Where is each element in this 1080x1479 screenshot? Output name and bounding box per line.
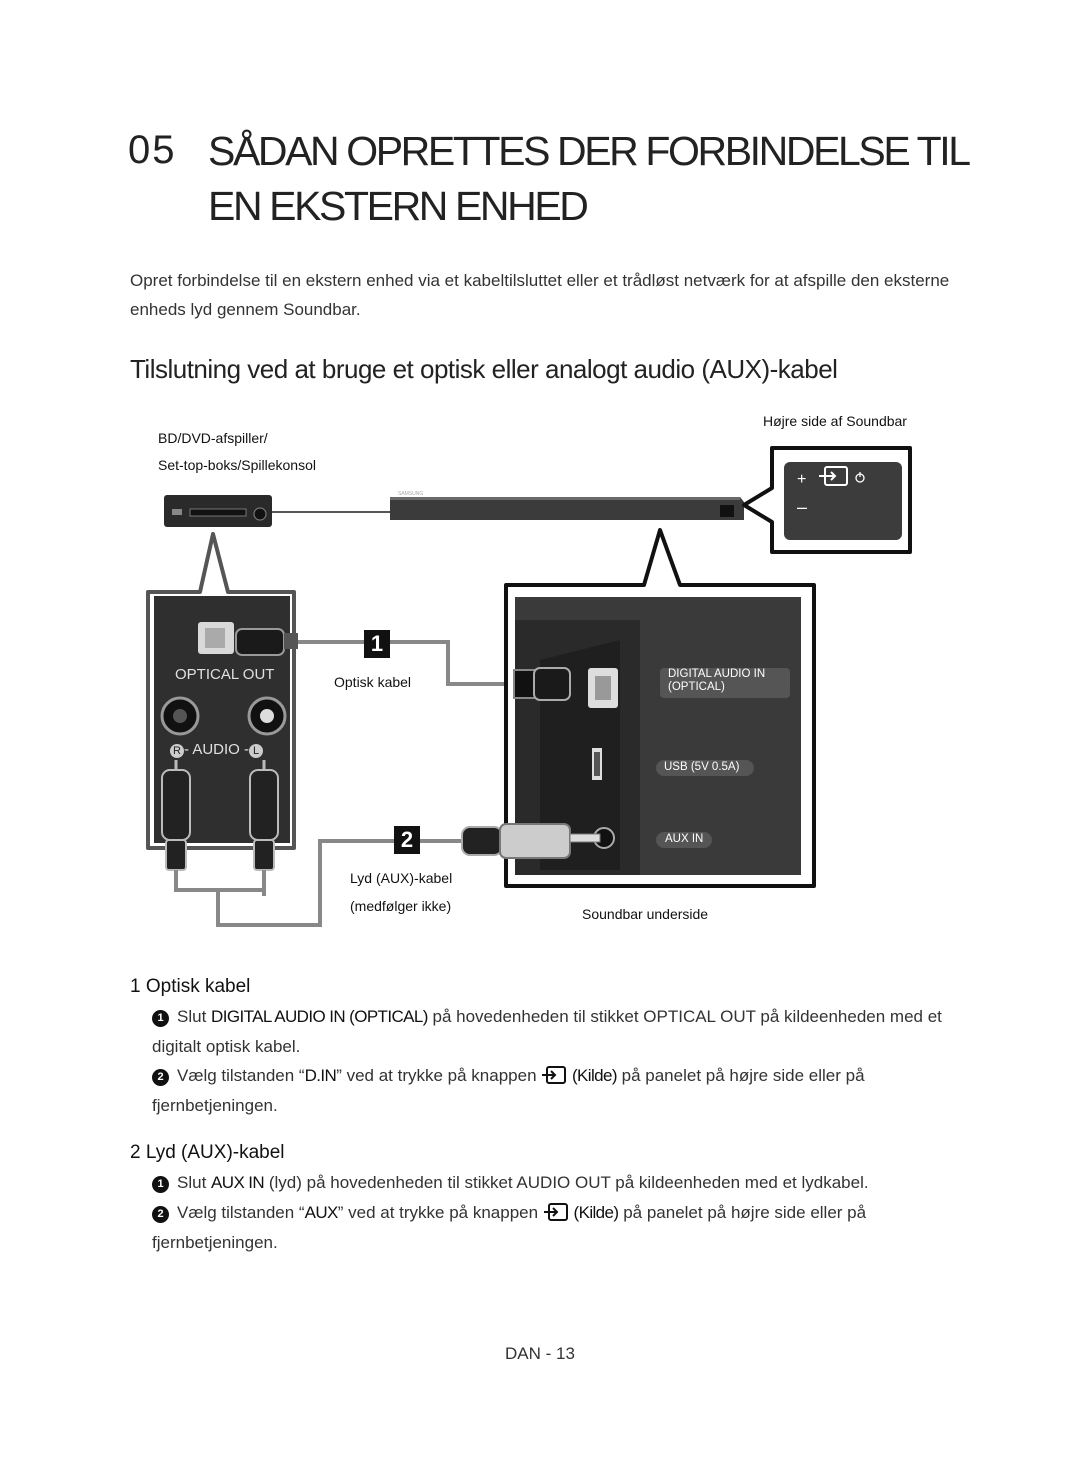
source-device-icon bbox=[164, 495, 272, 527]
strong-text: D.IN bbox=[304, 1066, 337, 1085]
aux-cable-label-1: Lyd (AUX)-kabel bbox=[350, 870, 453, 886]
intro-paragraph: Opret forbindelse til en ekstern enhed v… bbox=[130, 271, 950, 319]
section-title: Tilslutning ved at bruge et optisk eller… bbox=[130, 354, 838, 384]
text: ” ved at trykke på knappen bbox=[336, 1066, 542, 1085]
digital-audio-in-label: DIGITAL AUDIO IN (OPTICAL) bbox=[668, 668, 765, 694]
text: ” ved at trykke på knappen bbox=[337, 1203, 543, 1222]
step-2-item-1: 1 Slut AUX IN (lyd) på hovedenheden til s… bbox=[152, 1168, 952, 1198]
optical-out-label: OPTICAL OUT bbox=[175, 666, 275, 683]
strong-text: AUX bbox=[304, 1203, 339, 1222]
strong-text: (Kilde) bbox=[573, 1203, 620, 1222]
text: (lyd) på hovedenheden til stikket AUDIO … bbox=[264, 1173, 869, 1192]
usb-label: USB (5V 0.5A) bbox=[664, 761, 740, 773]
source-device-label-1: BD/DVD-afspiller/ bbox=[158, 430, 268, 446]
strong-text: AUX IN bbox=[211, 1173, 265, 1192]
optical-cable-label: Optisk kabel bbox=[334, 674, 412, 690]
source-button-icon bbox=[543, 1203, 568, 1221]
step-2-title: 2 Lyd (AUX)-kabel bbox=[130, 1142, 285, 1163]
text: på hovedenheden til stikket OPTICAL OUT … bbox=[152, 1007, 942, 1056]
right-side-label: Højre side af Soundbar bbox=[763, 413, 907, 429]
text: Vælg tilstanden “ bbox=[177, 1203, 305, 1222]
chapter-title-line1: SÅDAN OPRETTES DER FORBINDELSE TIL bbox=[208, 128, 971, 174]
source-device-label-2: Set-top-boks/Spillekonsol bbox=[158, 457, 316, 473]
marker-1 bbox=[364, 630, 390, 658]
step-2-item-2: 2 Vælg tilstanden “AUX” ved at trykke på … bbox=[152, 1198, 952, 1258]
aux-cable-label-2: (medfølger ikke) bbox=[350, 898, 452, 914]
audio-r-badge: R bbox=[170, 744, 184, 758]
text: på panelet på højre side eller på fjernb… bbox=[152, 1203, 867, 1252]
bullet-icon: 2 bbox=[152, 1206, 169, 1223]
source-back-panel bbox=[146, 532, 298, 871]
digital-audio-in-line2: (OPTICAL) bbox=[668, 681, 725, 693]
side-panel-callout: + – bbox=[742, 446, 912, 554]
digital-audio-in-line1: DIGITAL AUDIO IN bbox=[668, 668, 766, 680]
text: Slut bbox=[177, 1173, 212, 1192]
marker-2 bbox=[394, 826, 420, 854]
aux-in-label: AUX IN bbox=[665, 833, 704, 845]
audio-l-badge: L bbox=[249, 744, 264, 758]
soundbar-icon: SAMSUNG bbox=[390, 491, 744, 520]
underside-callout bbox=[461, 528, 816, 888]
step-1-item-2: 2 Vælg tilstanden “D.IN” ved at trykke på… bbox=[152, 1061, 952, 1121]
chapter-number: 05 bbox=[128, 128, 177, 172]
bullet-icon: 1 bbox=[152, 1176, 169, 1193]
strong-text: (Kilde) bbox=[571, 1066, 618, 1085]
audio-label: R- AUDIO -L bbox=[170, 741, 264, 758]
svg-text:–: – bbox=[797, 497, 807, 517]
marker-1-text: 1 bbox=[370, 631, 384, 656]
page-footer: DAN - 13 bbox=[505, 1344, 575, 1363]
chapter-title-line2: EN EKSTERN ENHED bbox=[208, 183, 589, 229]
audio-mid: - AUDIO - bbox=[184, 741, 250, 758]
text: Vælg tilstanden “ bbox=[177, 1066, 305, 1085]
strong-text: DIGITAL AUDIO IN (OPTICAL) bbox=[211, 1007, 428, 1026]
svg-text:+: + bbox=[797, 471, 806, 488]
step-1-item-1: 1 Slut DIGITAL AUDIO IN (OPTICAL) på hove… bbox=[152, 1002, 952, 1062]
text: på panelet på højre side eller på fjernb… bbox=[152, 1066, 865, 1115]
text: Slut bbox=[177, 1007, 212, 1026]
marker-2-text: 2 bbox=[400, 827, 414, 852]
step-1-title: 1 Optisk kabel bbox=[130, 976, 251, 997]
source-button-icon bbox=[542, 1066, 567, 1084]
brand-logo: SAMSUNG bbox=[398, 491, 423, 497]
bullet-icon: 1 bbox=[152, 1010, 169, 1027]
underside-label: Soundbar underside bbox=[582, 906, 709, 922]
connection-diagram: SAMSUNG + – bbox=[146, 446, 912, 927]
bullet-icon: 2 bbox=[152, 1069, 169, 1086]
